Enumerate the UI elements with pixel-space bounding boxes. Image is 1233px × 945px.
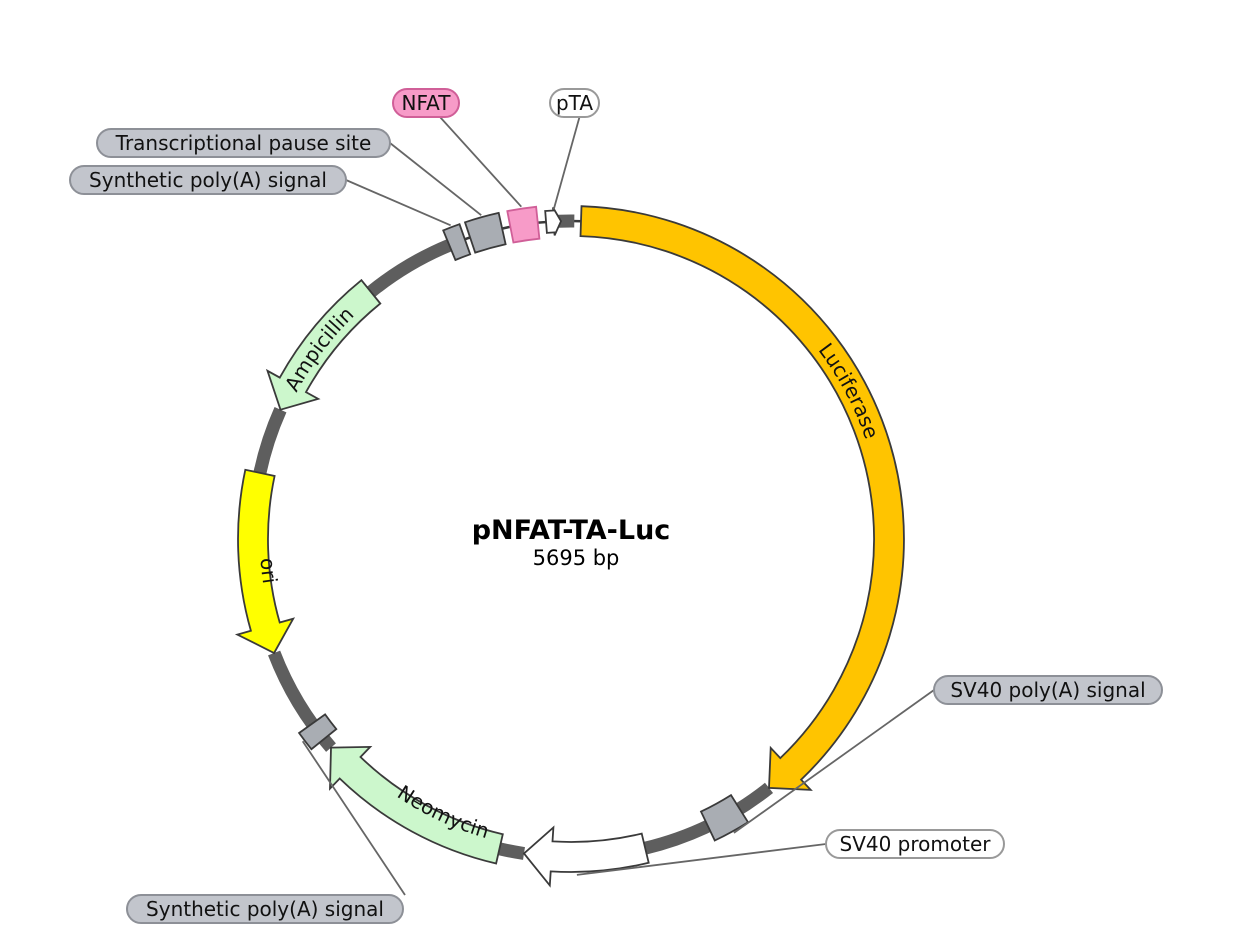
plasmid-length: 5695 bp: [533, 546, 620, 570]
pta-callout-label: pTA: [556, 91, 593, 115]
backbone-segment: [268, 650, 336, 752]
luciferase-feature[interactable]: Luciferase: [579, 205, 905, 791]
luciferase-shape[interactable]: [579, 205, 905, 791]
ampicillin-feature[interactable]: Ampicillin: [265, 264, 425, 474]
backbone-segment: [498, 842, 526, 860]
synthetic-polya-bottom-shape[interactable]: [297, 713, 338, 751]
nfat-callout-box[interactable]: [392, 88, 460, 118]
synthetic-polya-top-callout[interactable]: Synthetic poly(A) signal: [69, 165, 347, 195]
ampicillin-shape[interactable]: [265, 278, 382, 411]
synthetic-polya-top-leader-line: [345, 179, 451, 227]
pause-site-feature[interactable]: [463, 211, 507, 254]
pause-site-leader-line: [389, 142, 482, 216]
sv40-polya-callout-label: SV40 poly(A) signal: [950, 678, 1145, 702]
nfat-leader-line: [439, 116, 522, 208]
nfat-shape[interactable]: [506, 205, 541, 244]
sv40-polya-feature[interactable]: [699, 793, 750, 842]
sv40-promoter-leader-line: [576, 843, 827, 876]
sv40-polya-callout[interactable]: SV40 poly(A) signal: [933, 675, 1163, 705]
nfat-callout[interactable]: NFAT: [392, 88, 460, 118]
pta-shape[interactable]: [544, 207, 563, 236]
ampicillin-label: Ampicillin: [280, 302, 359, 395]
synthetic-polya-top-feature[interactable]: [442, 223, 472, 262]
synthetic-polya-top-callout-label: Synthetic poly(A) signal: [89, 168, 327, 192]
pta-callout-box[interactable]: [549, 88, 600, 118]
sv40-promoter-callout[interactable]: SV40 promoter: [825, 829, 1005, 859]
pause-site-callout[interactable]: Transcriptional pause site: [96, 128, 391, 158]
synthetic-polya-bottom-leader-line: [301, 740, 406, 896]
synthetic-polya-bottom-callout-box[interactable]: [126, 894, 404, 924]
sv40-promoter-callout-label: SV40 promoter: [840, 832, 992, 856]
synthetic-polya-bottom-feature[interactable]: [297, 713, 338, 751]
ori-feature[interactable]: ori: [234, 438, 304, 700]
pta-feature[interactable]: [544, 207, 563, 236]
synthetic-polya-bottom-callout-label: Synthetic poly(A) signal: [146, 897, 384, 921]
pta-leader-line: [552, 116, 581, 210]
pta-callout[interactable]: pTA: [549, 88, 600, 118]
nfat-feature[interactable]: [506, 205, 541, 244]
neomycin-shape[interactable]: [329, 745, 504, 865]
synthetic-polya-top-callout-box[interactable]: [69, 165, 347, 195]
sv40-promoter-callout-box[interactable]: [825, 829, 1005, 859]
pause-site-shape[interactable]: [463, 211, 507, 254]
leader-layer: [301, 116, 935, 896]
synthetic-polya-bottom-callout[interactable]: Synthetic poly(A) signal: [126, 894, 404, 924]
sv40-polya-callout-box[interactable]: [933, 675, 1163, 705]
ori-label: ori: [256, 557, 283, 585]
backbone-segment: [253, 407, 287, 475]
sv40-promoter-feature[interactable]: [522, 825, 650, 888]
sv40-promoter-shape[interactable]: [522, 825, 650, 888]
sv40-polya-shape[interactable]: [699, 793, 750, 842]
synthetic-polya-top-shape[interactable]: [442, 223, 472, 262]
backbone-segment: [366, 239, 452, 297]
plasmid-name: pNFAT-TA-Luc: [472, 515, 671, 546]
pause-site-callout-label: Transcriptional pause site: [115, 131, 372, 155]
sv40-polya-leader-line: [733, 689, 935, 834]
pause-site-callout-box[interactable]: [96, 128, 391, 158]
ori-shape[interactable]: [234, 468, 296, 655]
nfat-callout-label: NFAT: [402, 91, 452, 115]
